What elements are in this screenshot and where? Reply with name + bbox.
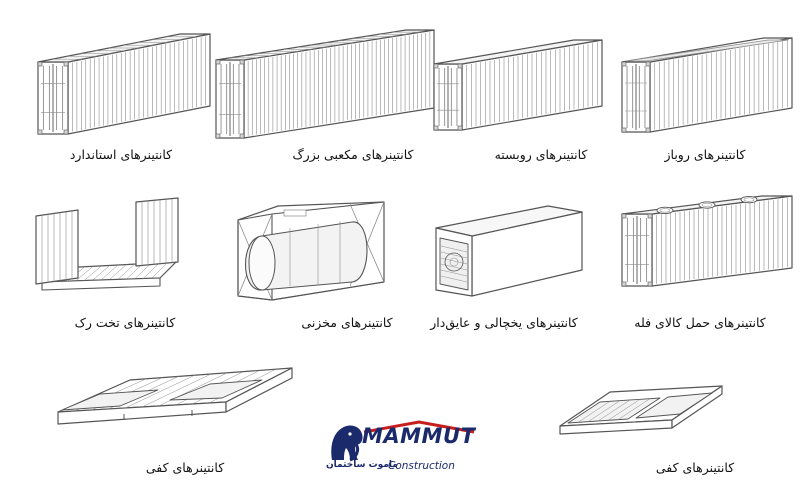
roof-icon: [363, 420, 475, 434]
label-reefer-container: کانتینرهای یخچالی و عایق‌دار: [430, 315, 578, 330]
hard-top-container-drawing: [433, 39, 603, 131]
short-platform-container-drawing: [559, 385, 723, 435]
open-top-container-drawing: [621, 37, 793, 133]
logo-persian-name: ماموت ساختمان: [326, 460, 398, 470]
high-cube-container-drawing: [215, 29, 435, 139]
reefer-container-drawing: [435, 205, 583, 297]
company-logo: MAMMUT ماموت ساختمان Construction: [326, 420, 476, 482]
flat-rack-container-drawing: [35, 197, 179, 291]
bulk-container-drawing: [621, 195, 793, 287]
label-long-platform-container: کانتینرهای کفی: [145, 460, 225, 475]
label-flat-rack-container: کانتینرهای تخت رک: [74, 315, 176, 330]
logo-name: MAMMUT: [362, 424, 476, 448]
logo-construction: Construction: [388, 460, 455, 472]
long-platform-container-drawing: [57, 367, 293, 425]
label-standard-container: کانتینرهای استاندارد: [69, 147, 173, 162]
label-open-top-container: کانتینرهای روباز: [664, 147, 746, 162]
tank-container-drawing: [237, 201, 385, 301]
label-high-cube-container: کانتینرهای مکعبی بزرگ: [292, 147, 414, 162]
label-hard-top-container: کانتینرهای روبسته: [494, 147, 588, 162]
label-short-platform-container: کانتینرهای کفی: [655, 460, 735, 475]
label-bulk-container: کانتینرهای حمل کالای فله: [634, 315, 766, 330]
label-tank-container: کانتینرهای مخزنی: [301, 315, 393, 330]
standard-container-drawing: [37, 33, 211, 135]
mammoth-logo-icon: [331, 425, 363, 462]
